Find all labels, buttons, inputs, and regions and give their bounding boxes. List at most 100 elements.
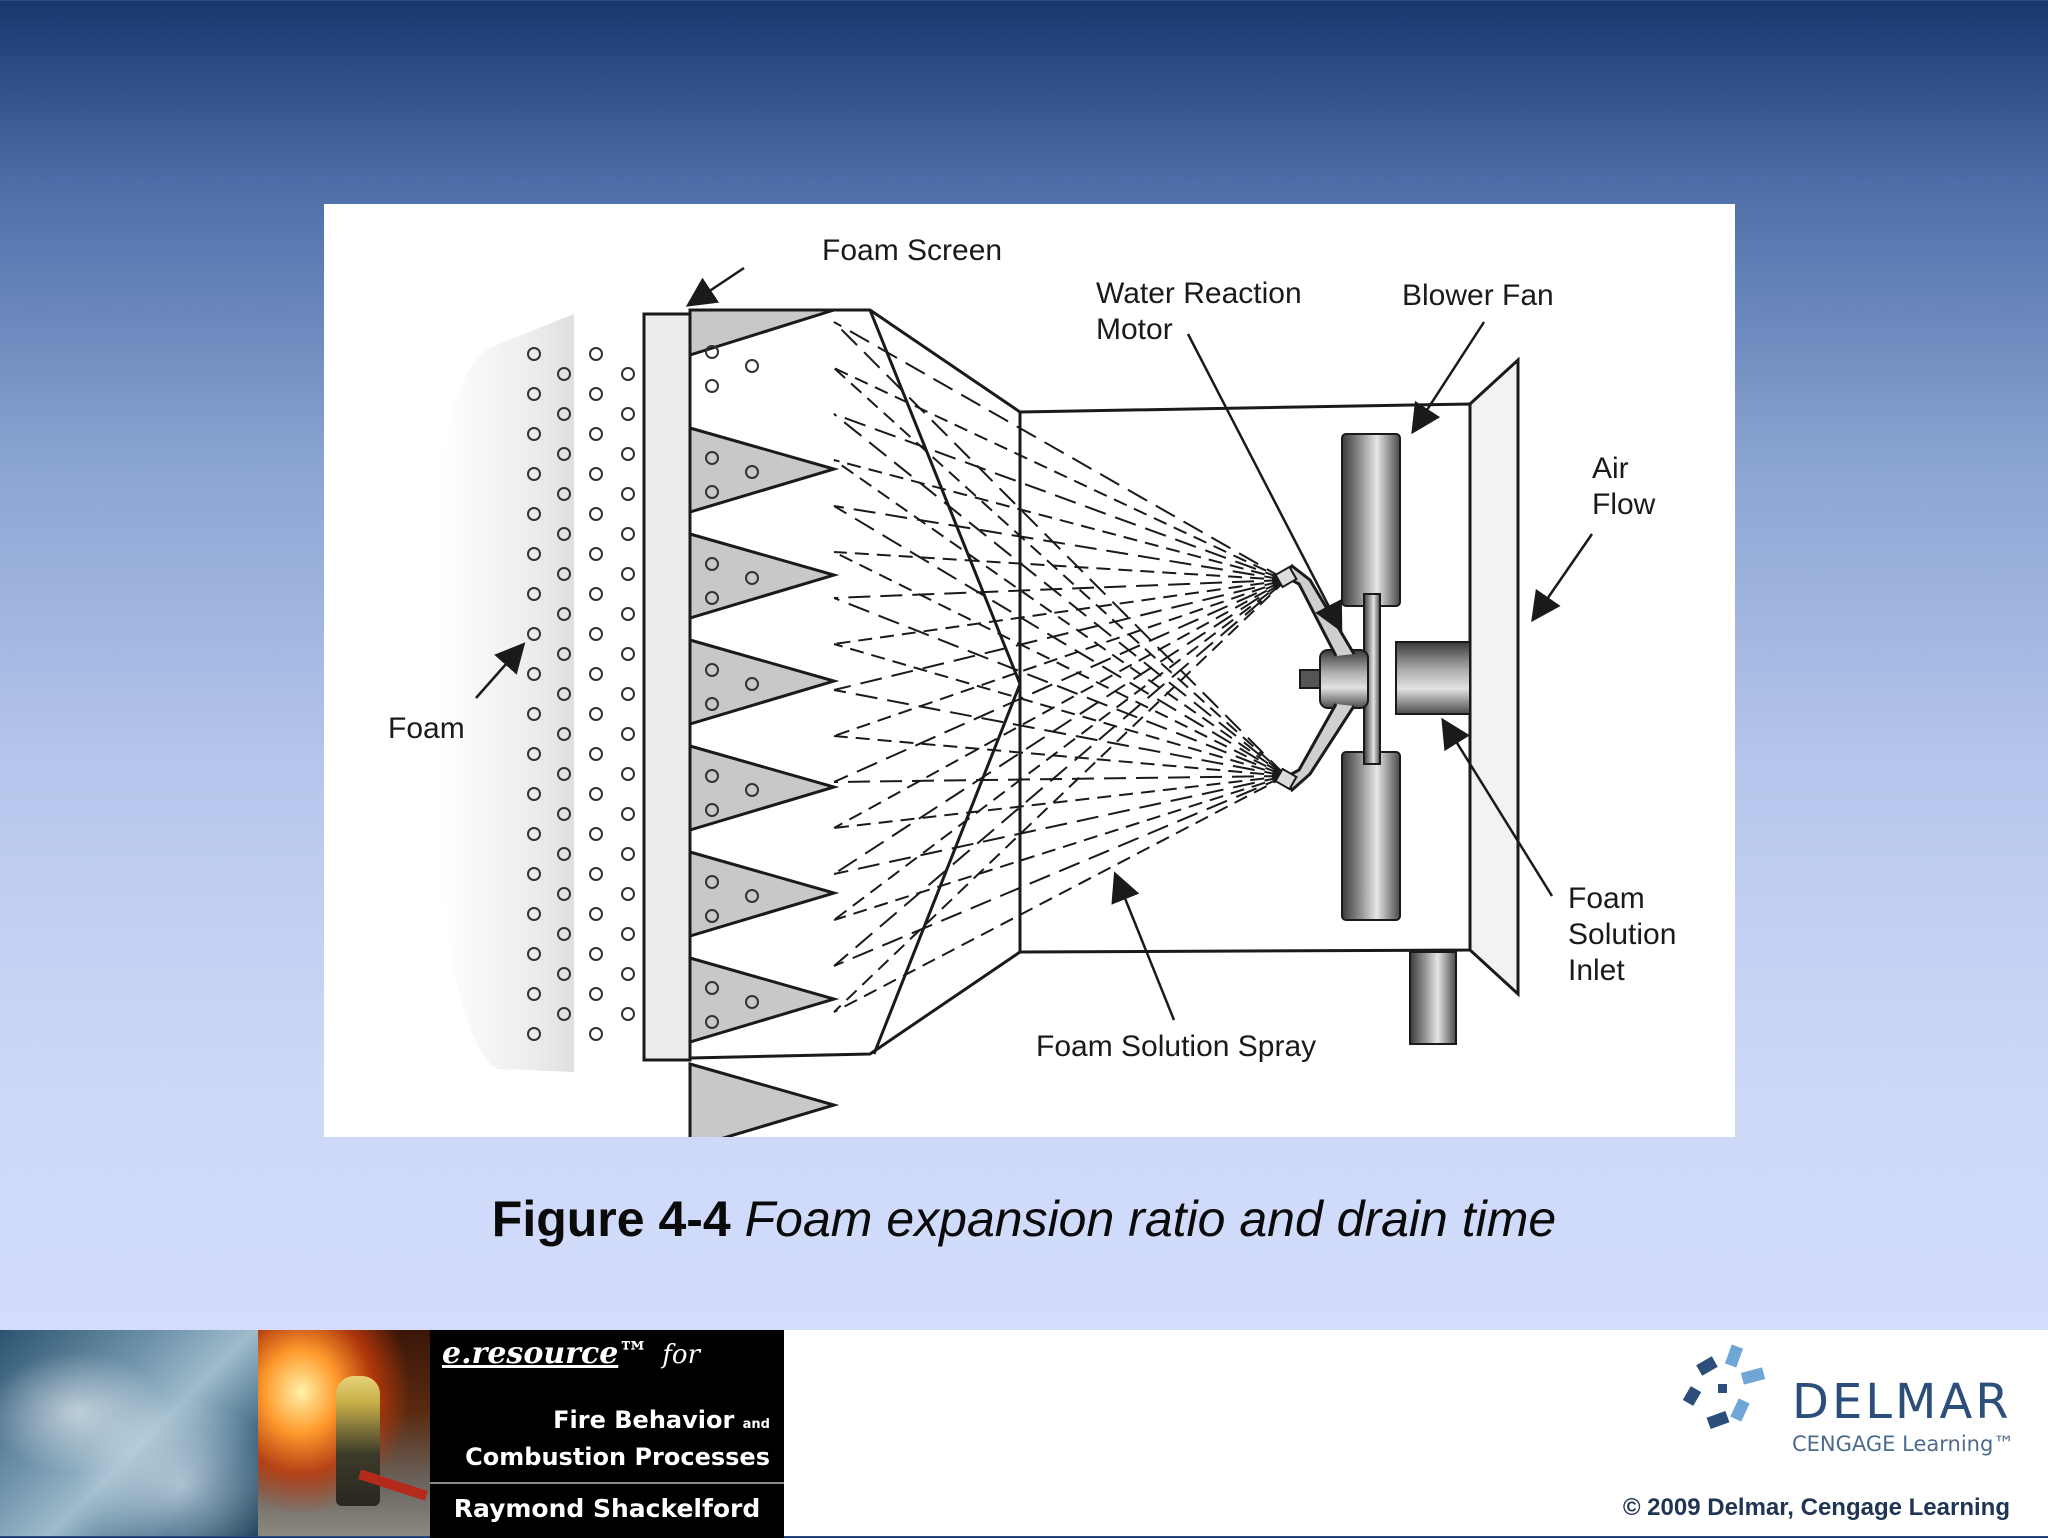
publisher-name: DELMAR: [1792, 1374, 2012, 1430]
author-name: Raymond Shackelford: [453, 1494, 761, 1523]
screen-tooth: [688, 638, 840, 727]
foam-screen-leader: [685, 266, 745, 307]
spray-line: [833, 775, 1287, 783]
foam-bubble: [557, 527, 571, 541]
spray-line: [833, 579, 1287, 921]
foam-bubble: [621, 967, 635, 981]
foam-bubble: [527, 947, 541, 961]
screen-tooth: [688, 956, 840, 1045]
foam-bubble: [621, 807, 635, 821]
foam-bubble: [621, 607, 635, 621]
foam-bubble: [527, 907, 541, 921]
foam-bubble: [557, 687, 571, 701]
ice-photo: [0, 1330, 258, 1536]
foam-bubble: [527, 787, 541, 801]
foam-bubble: [557, 1007, 571, 1021]
inlet-leader: [1441, 717, 1554, 897]
foam-bubble: [589, 467, 603, 481]
foam-bubble: [589, 867, 603, 881]
foam-bubble: [527, 507, 541, 521]
label-foam-solution-inlet-2: Solution: [1568, 918, 1676, 951]
foam-leader: [475, 642, 526, 699]
spray-line: [833, 321, 1287, 777]
foam-bubble: [621, 727, 635, 741]
foam-bubble: [589, 987, 603, 1001]
screen-tooth: [688, 308, 835, 358]
label-foam-solution-inlet-3: Inlet: [1568, 954, 1625, 987]
spray-line: [833, 505, 1287, 777]
foam-bubble: [527, 627, 541, 641]
screen-tooth: [688, 426, 840, 515]
foam-bubble: [589, 547, 603, 561]
spray-line: [833, 321, 1287, 581]
foam-bubble: [589, 427, 603, 441]
foam-bubble: [557, 847, 571, 861]
foam-mass: [438, 314, 574, 1072]
copyright-notice: © 2009 Delmar, Cengage Learning: [1622, 1494, 2010, 1521]
eresource-text: e.resource: [442, 1336, 619, 1371]
foam-solution-inlet-pipe: [1409, 951, 1457, 1045]
eresource-tm: ™: [618, 1336, 649, 1371]
delmar-logo-icon: [1682, 1344, 1766, 1430]
foam-bubble: [589, 387, 603, 401]
foam-bubble: [557, 407, 571, 421]
foam-bubble: [621, 887, 635, 901]
nozzle-top: [1274, 565, 1298, 589]
foam-bubble: [589, 587, 603, 601]
label-water-reaction-motor-2: Motor: [1096, 313, 1173, 346]
spray-line: [833, 775, 1287, 829]
blower-fan-leader: [1411, 321, 1486, 435]
book-title-and: and: [742, 1417, 770, 1432]
spray-line: [833, 413, 1287, 777]
label-water-reaction-motor-1: Water Reaction: [1096, 277, 1302, 310]
figure-caption: Figure 4-4 Foam expansion ratio and drai…: [0, 1190, 2048, 1248]
spray-line: [833, 367, 1287, 581]
foam-bubble: [621, 367, 635, 381]
foam-bubble: [557, 487, 571, 501]
spray-line: [833, 551, 1287, 581]
figure-number: Figure 4-4: [491, 1191, 731, 1247]
firefighter-figure: [336, 1376, 380, 1506]
foam-bubble: [557, 447, 571, 461]
foam-bubble: [621, 407, 635, 421]
foam-bubble: [527, 987, 541, 1001]
publisher-tm: ™: [1993, 1432, 2015, 1456]
foam-bubble: [621, 767, 635, 781]
screen-bubble: [705, 875, 719, 889]
foam-bubble: [621, 687, 635, 701]
spray-line: [833, 775, 1287, 921]
air-inlet-panel: [1468, 356, 1520, 998]
foam-bubble: [527, 547, 541, 561]
motor-hub: [1395, 641, 1471, 715]
spray-line: [833, 775, 1287, 875]
foam-bubble: [589, 1027, 603, 1041]
foam-bubble: [589, 507, 603, 521]
spray-line: [833, 735, 1287, 777]
screen-bubble: [705, 379, 719, 393]
foam-screen-frame: [642, 312, 692, 1062]
foam-bubble: [557, 567, 571, 581]
spray-line: [833, 579, 1287, 645]
screen-bubble: [705, 803, 719, 817]
book-title: Fire Behavior and Combustion Processes: [465, 1404, 770, 1473]
foam-generator-diagram: Foam Screen Water Reaction Motor Blower …: [388, 234, 1676, 1137]
foam-bubble: [527, 427, 541, 441]
spray-line: [833, 643, 1287, 777]
foam-bubble: [557, 967, 571, 981]
foam-bubble: [621, 487, 635, 501]
screen-bubble: [705, 591, 719, 605]
screen-bubble: [745, 359, 759, 373]
foam-solution-spray-lines: [833, 321, 1287, 1013]
spray-line: [833, 579, 1287, 967]
foam-bubble: [589, 347, 603, 361]
foam-bubble: [557, 807, 571, 821]
fan-blade-bottom: [1341, 751, 1401, 921]
spray-line: [833, 597, 1287, 777]
foam-bubble: [527, 827, 541, 841]
publisher-subtitle-text: CENGAGE Learning: [1792, 1432, 1994, 1456]
foam-bubble: [589, 827, 603, 841]
foam-bubble: [527, 467, 541, 481]
foam-bubble: [589, 947, 603, 961]
